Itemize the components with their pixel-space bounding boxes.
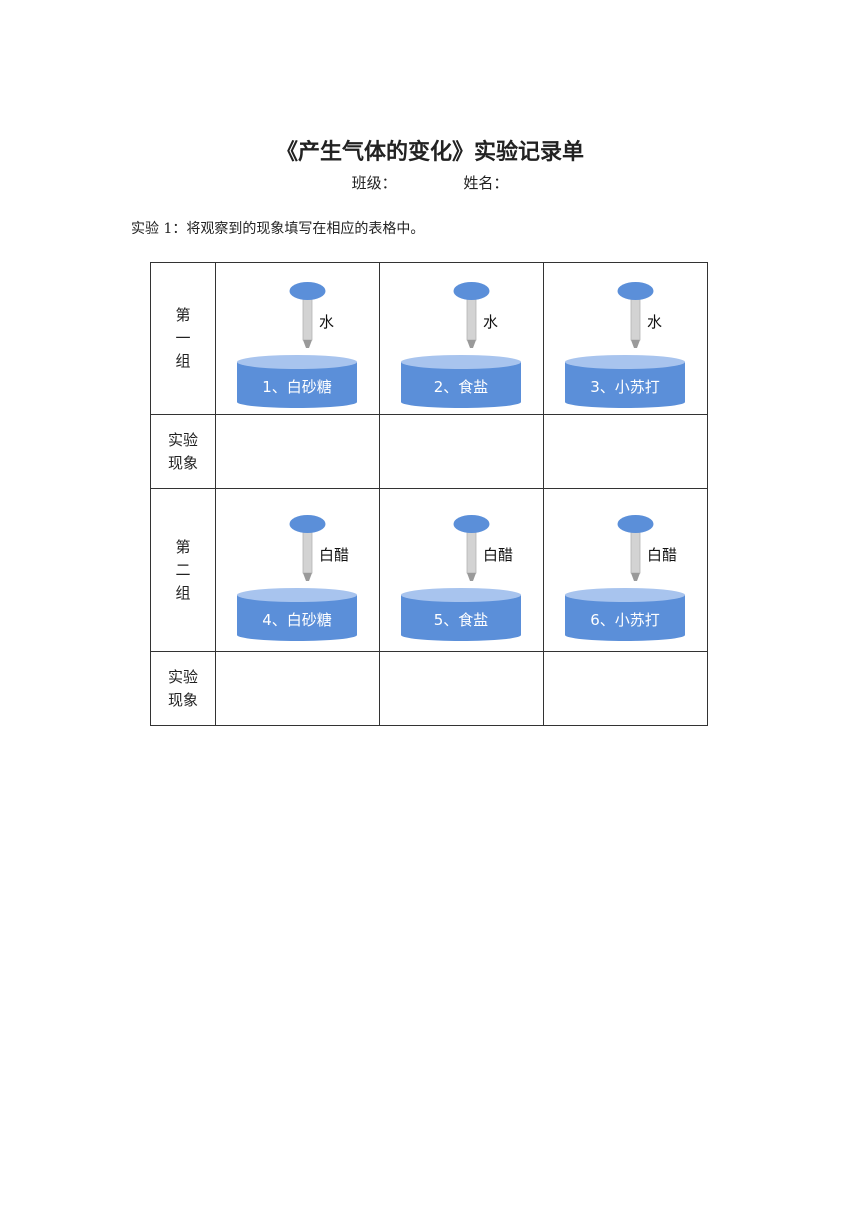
observation-cell[interactable] bbox=[379, 651, 544, 726]
liquid-label: 白醋 bbox=[647, 546, 677, 564]
dropper-icon bbox=[289, 515, 326, 581]
observation-row: 实验现象 bbox=[150, 414, 708, 489]
experiment-illustration: 白醋 6、小苏打 bbox=[565, 515, 685, 641]
liquid-label: 白醋 bbox=[483, 546, 513, 564]
group-row: 第一组 水 1、白砂糖 水 2、食盐 水 3、小苏打 bbox=[150, 262, 708, 415]
beaker-icon bbox=[401, 355, 521, 408]
experiment-illustration: 水 1、白砂糖 bbox=[237, 282, 357, 408]
liquid-label: 白醋 bbox=[319, 546, 349, 564]
liquid-label: 水 bbox=[483, 313, 498, 331]
experiment-cell: 白醋 6、小苏打 bbox=[543, 488, 708, 652]
beaker-icon bbox=[401, 588, 521, 641]
experiment-cell: 水 1、白砂糖 bbox=[215, 262, 380, 415]
substance-label: 4、白砂糖 bbox=[262, 611, 332, 629]
class-label: 班级： bbox=[351, 174, 397, 192]
observation-cell[interactable] bbox=[215, 414, 380, 489]
group-label-text: 第一组 bbox=[175, 306, 191, 370]
page-title: 《产生气体的变化》实验记录单 bbox=[275, 140, 584, 165]
observation-label: 实验现象 bbox=[150, 414, 216, 489]
experiment-illustration: 水 3、小苏打 bbox=[565, 282, 685, 408]
liquid-label: 水 bbox=[319, 313, 334, 331]
dropper-icon bbox=[617, 282, 654, 348]
substance-label: 6、小苏打 bbox=[590, 611, 660, 629]
experiment-illustration: 水 2、食盐 bbox=[401, 282, 521, 408]
beaker-icon bbox=[237, 588, 357, 641]
beaker-icon bbox=[565, 588, 685, 641]
liquid-label: 水 bbox=[647, 313, 662, 331]
group-label-text: 第二组 bbox=[175, 537, 191, 602]
dropper-icon bbox=[289, 282, 326, 348]
experiment-illustration: 白醋 5、食盐 bbox=[401, 515, 521, 641]
observation-cell[interactable] bbox=[379, 414, 544, 489]
dropper-icon bbox=[453, 282, 490, 348]
substance-label: 2、食盐 bbox=[434, 378, 489, 396]
dropper-icon bbox=[617, 515, 654, 581]
experiment-cell: 水 2、食盐 bbox=[379, 262, 544, 415]
observation-cell[interactable] bbox=[543, 651, 708, 726]
experiment-cell: 白醋 5、食盐 bbox=[379, 488, 544, 652]
observation-label: 实验现象 bbox=[150, 651, 216, 726]
observation-label-text: 实验现象 bbox=[167, 430, 198, 472]
substance-label: 3、小苏打 bbox=[590, 378, 660, 396]
observation-cell[interactable] bbox=[215, 651, 380, 726]
beaker-icon bbox=[565, 355, 685, 408]
dropper-icon bbox=[453, 515, 490, 581]
observation-label-text: 实验现象 bbox=[167, 667, 198, 709]
name-label: 姓名： bbox=[463, 174, 509, 192]
instruction-text: 实验 1：将观察到的现象填写在相应的表格中。 bbox=[131, 221, 425, 237]
student-info-line: 班级： 姓名： bbox=[0, 172, 860, 193]
observation-row: 实验现象 bbox=[150, 651, 708, 726]
substance-label: 5、食盐 bbox=[434, 611, 489, 629]
experiment-illustration: 白醋 4、白砂糖 bbox=[237, 515, 357, 641]
group-label: 第二组 bbox=[150, 488, 216, 652]
group-label: 第一组 bbox=[150, 262, 216, 415]
experiment-cell: 水 3、小苏打 bbox=[543, 262, 708, 415]
beaker-icon bbox=[237, 355, 357, 408]
group-row: 第二组 白醋 4、白砂糖 白醋 5、食盐 白醋 6、小苏打 bbox=[150, 488, 708, 652]
substance-label: 1、白砂糖 bbox=[262, 378, 332, 396]
observation-cell[interactable] bbox=[543, 414, 708, 489]
experiment-cell: 白醋 4、白砂糖 bbox=[215, 488, 380, 652]
